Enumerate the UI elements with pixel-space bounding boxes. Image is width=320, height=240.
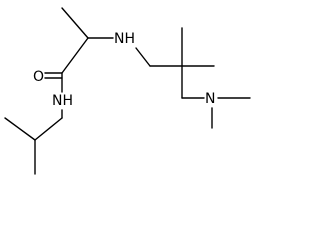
structure-diagram: NH O NH N <box>4 7 251 175</box>
bond-ch-isobutyl-methyl-up <box>4 117 36 141</box>
bond-methyl-to-ch <box>61 7 89 39</box>
atom-nh-amide: NH <box>52 93 73 109</box>
atom-labels: NH O NH N <box>33 31 215 109</box>
atom-n-dimethyl: N <box>205 91 215 107</box>
bond-ch2-to-ch-isobutyl <box>34 117 63 141</box>
molecule-structure: NH O NH N <box>4 7 251 175</box>
atom-nh-amine: NH <box>114 31 135 47</box>
atom-oxygen: O <box>33 69 44 85</box>
bonds <box>4 7 251 175</box>
bond-nh-amine-to-ch2 <box>135 47 151 67</box>
bond-ch-to-carbonyl <box>61 37 89 74</box>
